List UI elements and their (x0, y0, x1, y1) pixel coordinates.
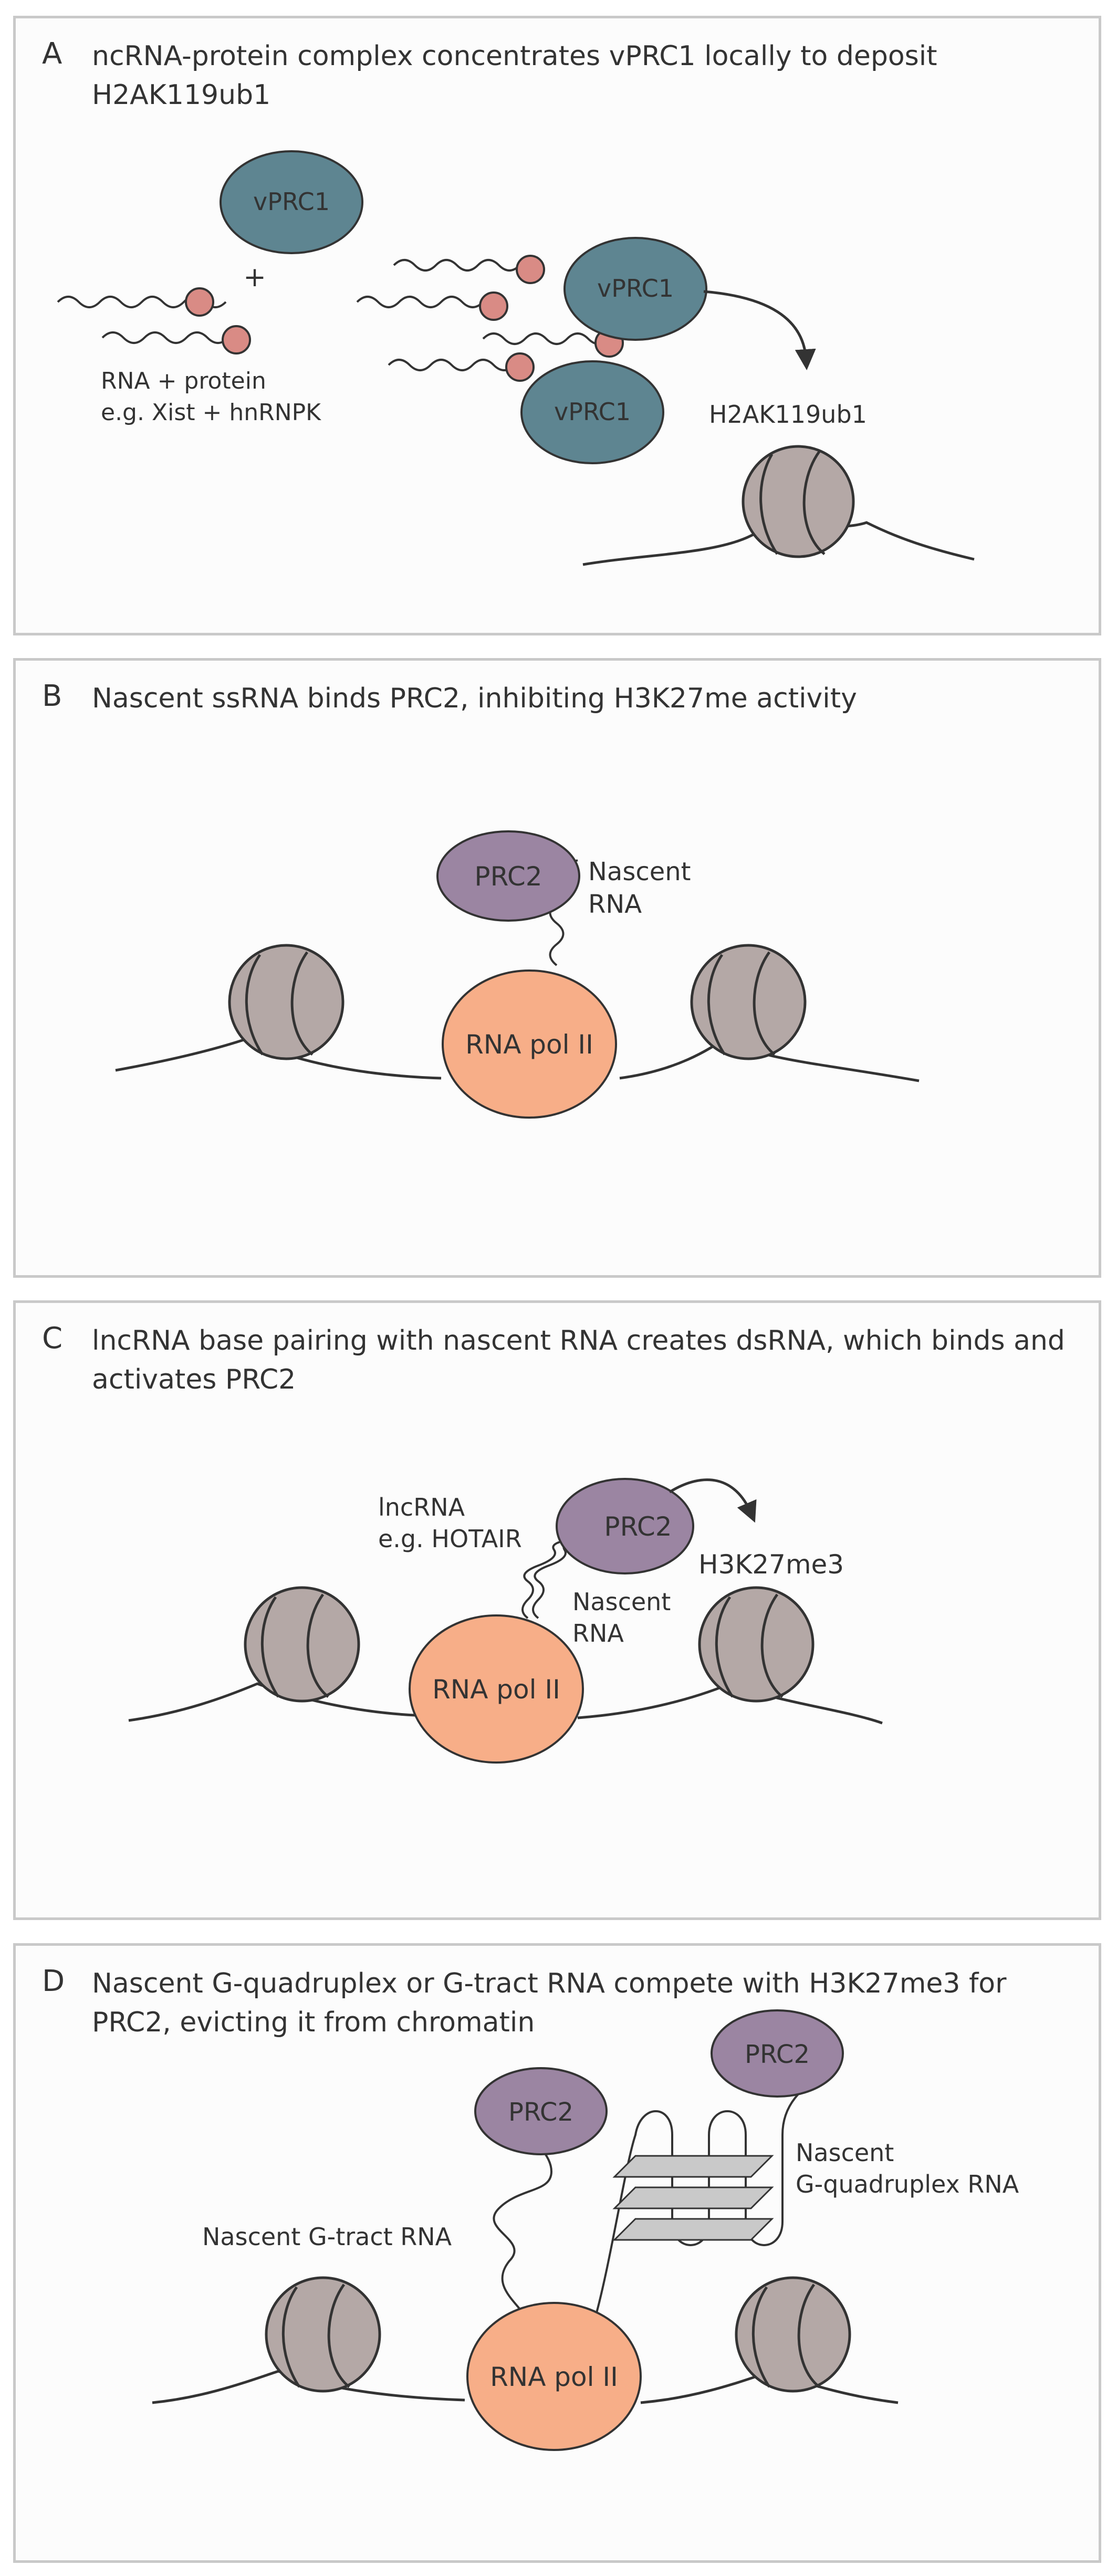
activation-arrow (669, 1478, 757, 1523)
vprc1-complex-free: vPRC1 (220, 150, 363, 254)
svg-text:vPRC1: vPRC1 (597, 274, 674, 303)
svg-text:RNA pol II: RNA pol II (490, 2362, 618, 2392)
nucleosome (265, 2276, 381, 2393)
panel-b: B Nascent ssRNA binds PRC2, inhibiting H… (13, 658, 1101, 1278)
svg-text:RNA pol II: RNA pol II (432, 1674, 560, 1705)
plus-sign: + (243, 262, 266, 293)
panel-letter: A (42, 37, 62, 71)
panel-c: C lncRNA base pairing with nascent RNA c… (13, 1300, 1101, 1920)
panel-letter: D (42, 1964, 65, 1998)
g-tract-label: Nascent G-tract RNA (202, 2223, 452, 2251)
svg-text:RNA pol II: RNA pol II (465, 1029, 593, 1060)
protein-dot (505, 352, 535, 382)
svg-text:PRC2: PRC2 (745, 2040, 810, 2069)
example-label: e.g. Xist + hnRNPK (101, 399, 321, 426)
nucleosome (244, 1586, 360, 1703)
nucleosome (690, 944, 807, 1060)
panel-a: A ncRNA-protein complex concentrates vPR… (13, 16, 1101, 635)
prc2-complex: PRC2 (436, 830, 580, 922)
protein-dot (479, 291, 508, 321)
lncrna-label: lncRNA (378, 1493, 465, 1521)
panel-title: ncRNA-protein complex concentrates vPRC1… (92, 40, 937, 111)
g-quadruplex-label: G-quadruplex RNA (796, 2170, 1019, 2198)
svg-text:PRC2: PRC2 (604, 1511, 672, 1542)
nascent-rna-strand (521, 1538, 576, 1619)
nascent-rna-label: RNA (588, 890, 642, 919)
nascent-rna-label: Nascent (588, 857, 691, 887)
nascent-rna-label: Nascent (572, 1588, 671, 1616)
protein-dot (222, 325, 251, 354)
svg-text:PRC2: PRC2 (474, 861, 542, 892)
protein-dot (516, 255, 545, 284)
g-tract-rna-strand (493, 2134, 553, 2324)
nucleosome (228, 944, 345, 1060)
panel-title: Nascent G-quadruplex or G-tract RNA comp… (92, 1968, 1007, 2038)
deposit-arrow (703, 290, 816, 370)
svg-text:vPRC1: vPRC1 (554, 398, 631, 426)
vprc1-complex: vPRC1 (520, 360, 664, 464)
nucleosome (698, 1586, 815, 1703)
protein-dot (185, 287, 214, 317)
rna-pol-ii: RNA pol II (466, 2302, 642, 2451)
rna-strand (57, 296, 250, 344)
svg-text:PRC2: PRC2 (508, 2098, 573, 2127)
rna-pol-ii: RNA pol II (442, 969, 617, 1119)
prc2-complex: PRC2 (556, 1478, 694, 1574)
lncrna-example-label: e.g. HOTAIR (378, 1525, 522, 1553)
diagram-a: vPRC1 + RNA + protein e.g. Xist + hnRNPK… (57, 150, 975, 566)
h3k27me3-label: H3K27me3 (698, 1549, 844, 1580)
prc2-complex: PRC2 (474, 2067, 608, 2155)
panel-letter: B (42, 679, 62, 713)
nucleosome (735, 2276, 851, 2393)
rna-pol-ii: RNA pol II (409, 1614, 584, 1764)
panel-title: Nascent ssRNA binds PRC2, inhibiting H3K… (92, 683, 857, 714)
panel-letter: C (42, 1321, 63, 1355)
nucleosome (742, 445, 855, 558)
prc2-complex: PRC2 (711, 2009, 844, 2098)
diagram-c: PRC2 H3K27me3 lncRNA e.g. HOTAIR Nascent… (128, 1478, 883, 1764)
panel-title: lncRNA base pairing with nascent RNA cre… (92, 1325, 1065, 1395)
nascent-rna-label: RNA (572, 1619, 624, 1647)
panel-d: D Nascent G-quadruplex or G-tract RNA co… (13, 1943, 1101, 2563)
diagram-d: PRC2 Nascent G-tract RNA PRC2 Nascent G-… (152, 2009, 1019, 2451)
diagram-b: PRC2 Nascent RNA RNA pol II (115, 830, 920, 1119)
g-quadruplex-label: Nascent (796, 2139, 894, 2167)
vprc1-complex: vPRC1 (563, 237, 707, 341)
h2ak119ub1-label: H2AK119ub1 (709, 400, 867, 429)
svg-text:vPRC1: vPRC1 (253, 187, 330, 216)
g-quadruplex-tetrad (612, 2155, 774, 2241)
rna-protein-label: RNA + protein (101, 368, 266, 394)
